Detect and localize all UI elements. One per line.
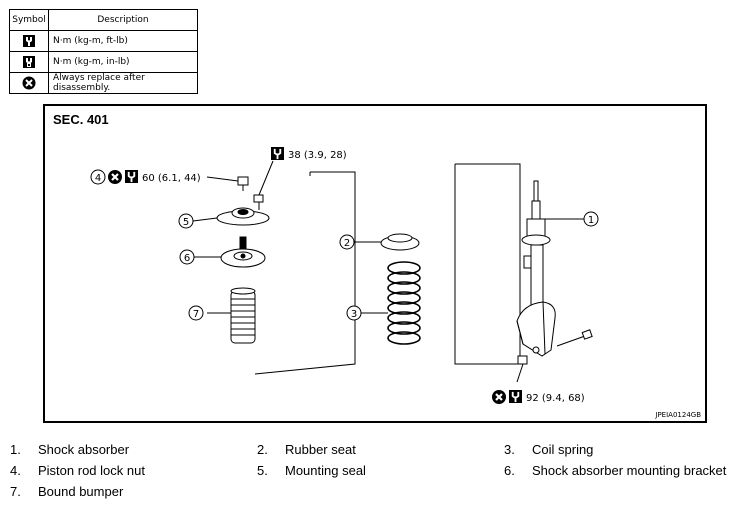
legend-header-symbol: Symbol: [9, 9, 49, 31]
svg-text:5: 5: [183, 217, 189, 228]
callout-3: 3: [346, 305, 362, 321]
group-outline: [254, 163, 521, 375]
callout-4: 4: [90, 169, 106, 185]
mounting-seal: [216, 207, 270, 226]
strut-assembly-drawing: 1 2 3 4 5 6 7 38 (3.9, 28): [90, 147, 599, 404]
parts-list-item: 4.Piston rod lock nut: [10, 463, 145, 478]
image-reference-code: JPEIA0124GB: [655, 411, 701, 419]
legend-description: Always replace after disassembly.: [48, 72, 198, 94]
callout-6: 6: [179, 249, 195, 265]
parts-list-item: 2.Rubber seat: [257, 442, 356, 457]
torque-wrench-small-icon: [23, 56, 35, 68]
lock-nut: [237, 176, 249, 191]
callout-1: 1: [583, 211, 599, 227]
torque-wrench-icon: [509, 390, 522, 403]
torque-wrench-icon: [125, 170, 138, 183]
parts-list-item: 7.Bound bumper: [10, 484, 124, 499]
section-title: SEC. 401: [53, 112, 109, 127]
lower-bolt: [517, 329, 593, 365]
legend-header-description: Description: [48, 9, 198, 31]
torque-label-38: 38 (3.9, 28): [271, 147, 347, 161]
coil-spring: [387, 261, 421, 345]
bound-bumper: [230, 287, 256, 344]
svg-text:3: 3: [351, 309, 357, 320]
callout-7: 7: [188, 305, 204, 321]
torque-label-92: 92 (9.4, 68): [492, 390, 585, 404]
callout-5: 5: [178, 213, 194, 229]
always-replace-icon: [492, 390, 506, 404]
parts-list-item: 6.Shock absorber mounting bracket: [504, 463, 727, 478]
torque-wrench-icon: [271, 147, 284, 160]
callout-2: 2: [339, 234, 355, 250]
parts-list-item: 5.Mounting seal: [257, 463, 366, 478]
rubber-seat: [380, 233, 420, 251]
always-replace-icon: [108, 170, 122, 184]
svg-text:2: 2: [344, 238, 350, 249]
legend-description: N·m (kg-m, ft-lb): [48, 30, 198, 52]
svg-text:6: 6: [184, 253, 190, 264]
shock-absorber: [516, 180, 556, 357]
torque-wrench-icon: [23, 35, 35, 47]
exploded-view-diagram: SEC. 401: [43, 104, 707, 423]
svg-text:4: 4: [95, 173, 101, 184]
svg-text:1: 1: [588, 215, 594, 226]
always-replace-icon: [22, 76, 36, 90]
svg-text:38 (3.9, 28): 38 (3.9, 28): [288, 150, 347, 161]
legend-description: N·m (kg-m, in-lb): [48, 51, 198, 73]
symbol-legend: Symbol Description N·m (kg-m, ft-lb) N·m…: [9, 9, 198, 94]
parts-list-item: 3.Coil spring: [504, 442, 594, 457]
parts-list-item: 1.Shock absorber: [10, 442, 130, 457]
svg-text:7: 7: [193, 309, 199, 320]
legend-symbol-cell: [9, 30, 49, 52]
legend-symbol-cell: [9, 72, 49, 94]
svg-text:92 (9.4, 68): 92 (9.4, 68): [526, 393, 585, 404]
leader-lines: [192, 160, 585, 383]
svg-text:60 (6.1, 44): 60 (6.1, 44): [142, 173, 201, 184]
upper-bolt: [253, 194, 264, 210]
legend-symbol-cell: [9, 51, 49, 73]
mounting-bracket: [220, 236, 266, 268]
torque-label-60: 60 (6.1, 44): [108, 170, 201, 184]
